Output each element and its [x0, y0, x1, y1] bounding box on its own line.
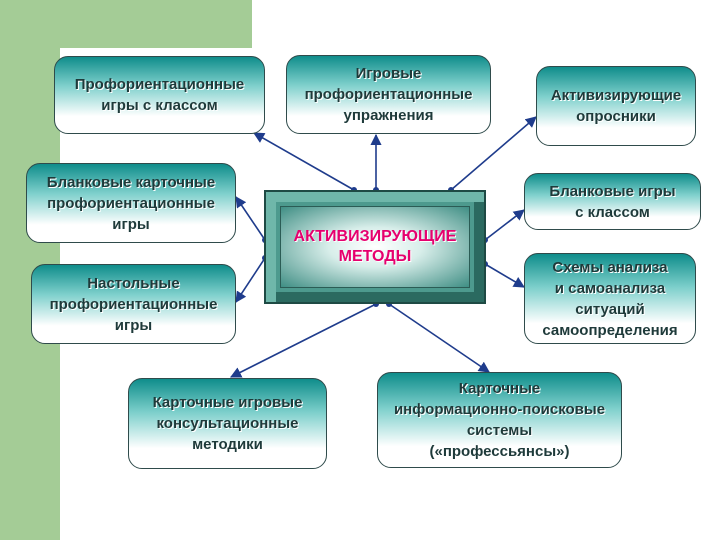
decorative-top-strip: [60, 0, 252, 48]
connector-blank-games-class: [484, 209, 525, 241]
node-questionnaires: Активизирующие опросники: [536, 66, 696, 146]
connector-card-info-systems: [388, 303, 490, 373]
connector-questionnaires: [450, 116, 537, 191]
node-card-info-systems: Карточные информационно-поисковые систем…: [377, 372, 622, 468]
center-block: АКТИВИЗИРУЮЩИЕ МЕТОДЫ: [264, 190, 486, 304]
node-card-consult-methods: Карточные игровые консультационные метод…: [128, 378, 327, 469]
node-blank-games-class: Бланковые игры с классом: [524, 173, 701, 230]
node-board-games: Настольные профориентационные игры: [31, 264, 236, 344]
connector-card-consult-methods: [229, 303, 377, 378]
node-game-exercises: Игровые профориентационные упражнения: [286, 55, 491, 134]
connector-board-games: [235, 257, 266, 303]
node-career-games-class: Профориентационные игры с классом: [54, 56, 265, 134]
center-title: АКТИВИЗИРУЮЩИЕ МЕТОДЫ: [280, 206, 470, 288]
connector-analysis-schemes: [484, 263, 525, 288]
node-analysis-schemes: Схемы анализа и самоанализа ситуаций сам…: [524, 253, 696, 344]
connector-blank-card-games: [235, 196, 266, 241]
node-blank-card-games: Бланковые карточные профориентационные и…: [26, 163, 236, 243]
connector-career-games-class: [253, 132, 355, 191]
